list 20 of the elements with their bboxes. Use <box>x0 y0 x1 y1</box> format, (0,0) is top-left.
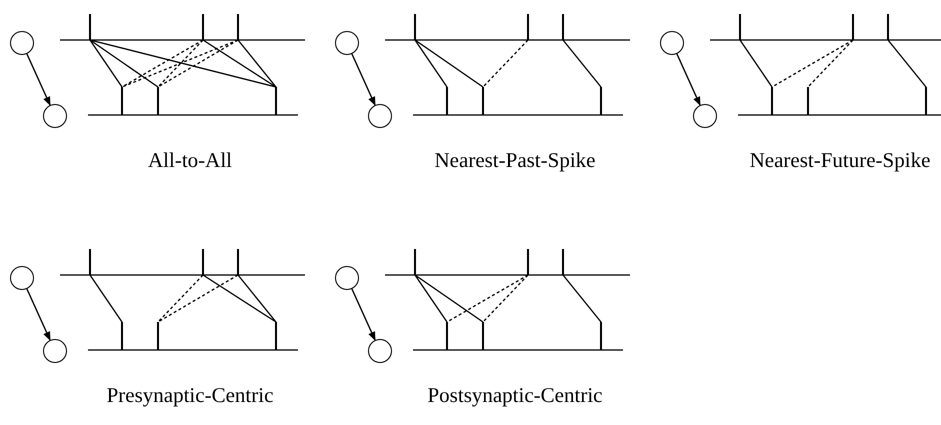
arrow <box>26 288 51 341</box>
neuron-circle <box>335 266 359 290</box>
neuron-circle <box>43 339 67 363</box>
panel-caption: Nearest-Future-Spike <box>750 148 930 173</box>
neuron-circle <box>10 31 34 55</box>
arrow <box>26 54 51 106</box>
neuron-circle <box>693 104 717 128</box>
arrow <box>351 288 376 341</box>
panel-caption: All-to-All <box>148 148 232 173</box>
neuron-circle <box>43 104 67 128</box>
panel-caption: Presynaptic-Centric <box>106 383 274 408</box>
arrow <box>676 54 701 106</box>
neuron-circle <box>368 339 392 363</box>
neuron-circle <box>10 266 34 290</box>
neuron-circle <box>368 104 392 128</box>
neuron-circle <box>335 31 359 55</box>
neuron-circle <box>660 31 684 55</box>
panel-caption: Postsynaptic-Centric <box>428 383 602 408</box>
panel-caption: Nearest-Past-Spike <box>434 148 596 173</box>
arrow <box>351 54 376 106</box>
